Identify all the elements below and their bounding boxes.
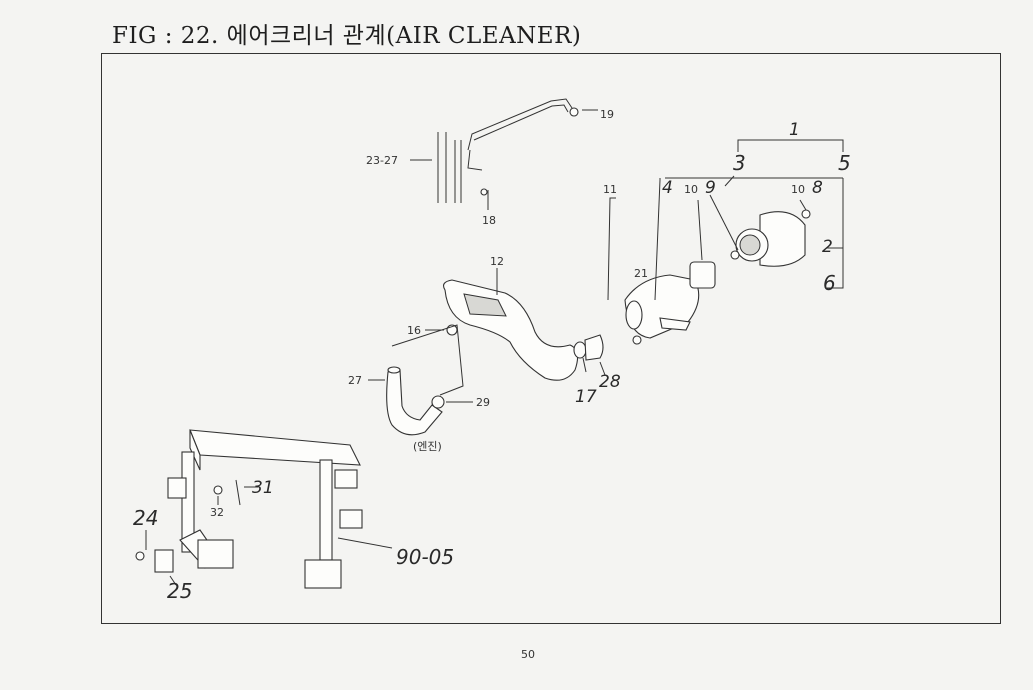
callout-27: 27	[348, 374, 362, 387]
hose-28	[584, 334, 604, 361]
callout-5: 5	[838, 151, 851, 175]
callout-32: 32	[210, 506, 224, 519]
clamp-29	[431, 395, 445, 409]
callout-29: 29	[476, 396, 490, 409]
figure-title: FIG : 22. 에어크리너 관계(AIR CLEANER)	[112, 23, 582, 49]
frame-leader-lines	[145, 486, 393, 586]
callout-24: 24	[133, 506, 158, 530]
callout-31: 31	[252, 478, 274, 498]
intake-hose	[443, 279, 579, 381]
callout-21: 21	[634, 267, 648, 280]
callout-11: 11	[603, 183, 617, 196]
callout-23-27: 23-27	[366, 154, 398, 167]
callout-1: 1	[789, 120, 800, 140]
callout-2: 2	[822, 237, 833, 257]
leader-lines	[368, 109, 844, 403]
seal-9	[730, 250, 740, 260]
callout-18: 18	[482, 214, 496, 227]
callout-8: 8	[812, 178, 823, 198]
callout-10b: 10	[791, 183, 805, 196]
diagram-frame	[101, 53, 1001, 624]
callout-90-05: 90-05	[396, 545, 454, 569]
vertical-post	[437, 132, 488, 203]
callout-25: 25	[167, 579, 192, 603]
air-cleaner-body	[624, 261, 716, 345]
callout-9: 9	[705, 178, 716, 198]
callout-16: 16	[407, 324, 421, 337]
mounting-frame	[135, 429, 363, 589]
callout-6: 6	[823, 271, 836, 295]
callout-3: 3	[733, 151, 746, 175]
wing-nut-8	[801, 209, 811, 219]
clamp-17	[573, 341, 587, 359]
filter-element	[735, 211, 806, 267]
bracket-rod	[467, 98, 579, 171]
callout-4: 4	[662, 178, 673, 198]
engine-label: (엔진)	[413, 440, 442, 453]
elbow-hose	[386, 366, 443, 436]
callout-28: 28	[599, 372, 621, 392]
callout-17: 17	[575, 387, 597, 407]
page-number: 50	[521, 648, 535, 661]
callout-12: 12	[490, 255, 504, 268]
callout-19: 19	[600, 108, 614, 121]
callout-10a: 10	[684, 183, 698, 196]
